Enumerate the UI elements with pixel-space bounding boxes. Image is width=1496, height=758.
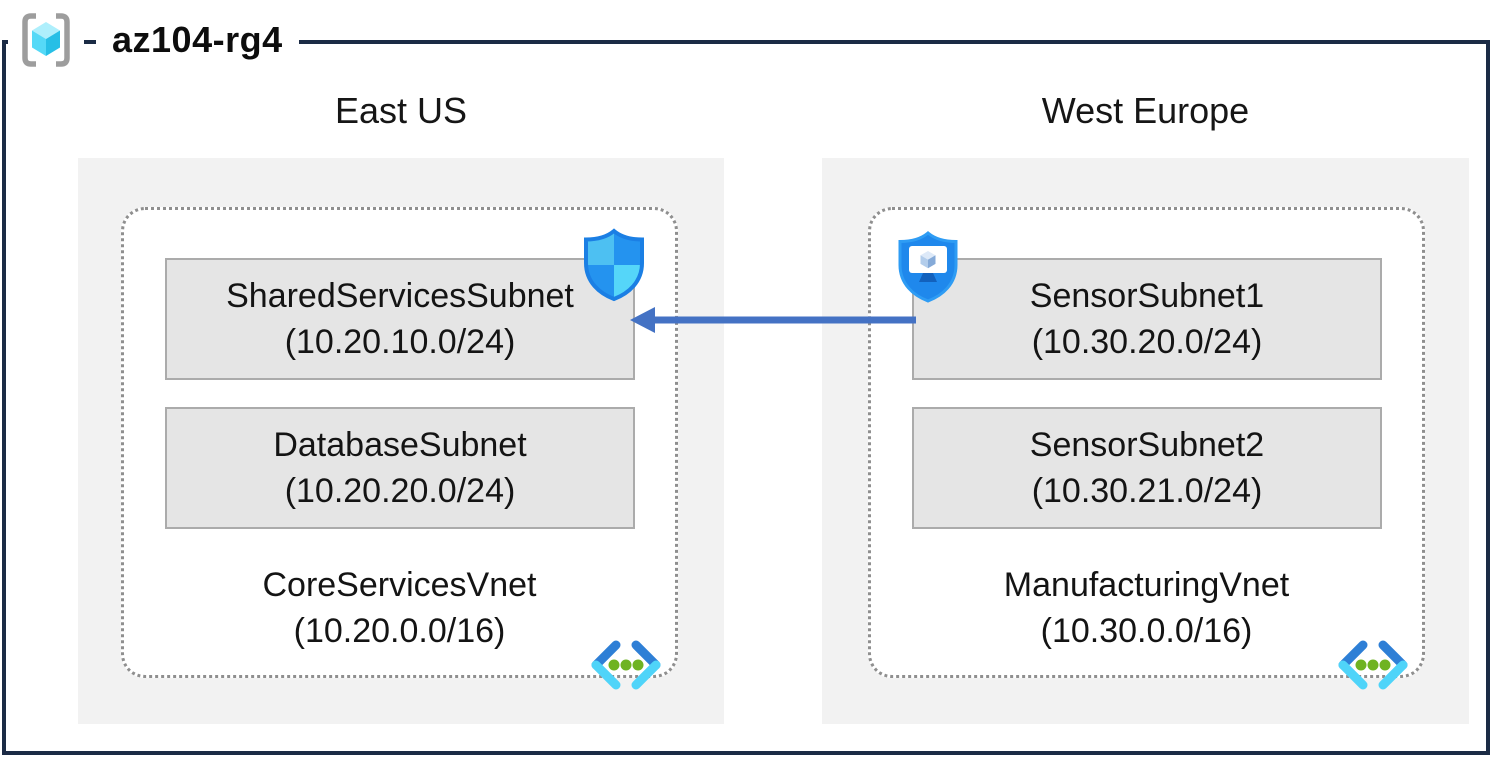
subnet-box-database: DatabaseSubnet (10.20.20.0/24) — [165, 407, 635, 529]
subnet-name: SharedServicesSubnet — [226, 277, 574, 315]
subnet-box-sensorsubnet2: SensorSubnet2 (10.30.21.0/24) — [912, 407, 1382, 529]
subnet-box-sensorsubnet1: SensorSubnet1 (10.30.20.0/24) — [912, 258, 1382, 380]
region-heading-west-europe: West Europe — [1041, 90, 1250, 131]
subnet-cidr: (10.20.20.0/24) — [284, 472, 516, 510]
region-box-east-us: SharedServicesSubnet (10.20.10.0/24) Dat… — [78, 158, 724, 724]
vnet-box-manufacturing: SensorSubnet1 (10.30.20.0/24) SensorSubn… — [868, 207, 1425, 690]
vnet-box-coreservices: SharedServicesSubnet (10.20.10.0/24) Dat… — [121, 207, 678, 690]
subnet-name: SensorSubnet2 — [1029, 426, 1265, 464]
virtual-network-icon — [591, 640, 661, 690]
vnet-cidr: (10.20.0.0/16) — [293, 612, 506, 650]
peering-arrow — [630, 307, 916, 333]
resource-group-icon — [22, 13, 70, 67]
subnet-cidr: (10.30.20.0/24) — [1031, 323, 1263, 361]
vnet-label-manufacturing: ManufacturingVnet (10.30.0.0/16) — [871, 562, 1422, 654]
subnet-name: DatabaseSubnet — [273, 426, 527, 464]
vnet-name: CoreServicesVnet — [262, 566, 537, 604]
virtual-network-icon — [1338, 640, 1408, 690]
subnet-cidr: (10.30.21.0/24) — [1031, 472, 1263, 510]
resource-group-border — [2, 40, 1490, 755]
vnet-name: ManufacturingVnet — [1003, 566, 1290, 604]
resource-group-icon-badge — [8, 6, 84, 74]
subnet-box-sharedservices: SharedServicesSubnet (10.20.10.0/24) — [165, 258, 635, 380]
vnet-cidr: (10.30.0.0/16) — [1040, 612, 1253, 650]
network-security-group-shield-icon — [584, 228, 644, 302]
resource-group-title-badge: az104-rg4 — [96, 10, 299, 70]
region-heading-east-us: East US — [334, 90, 468, 131]
application-security-group-shield-icon — [898, 231, 958, 303]
resource-group-title: az104-rg4 — [112, 19, 283, 60]
vnet-label-coreservices: CoreServicesVnet (10.20.0.0/16) — [124, 562, 675, 654]
subnet-cidr: (10.20.10.0/24) — [284, 323, 516, 361]
subnet-name: SensorSubnet1 — [1029, 277, 1265, 315]
